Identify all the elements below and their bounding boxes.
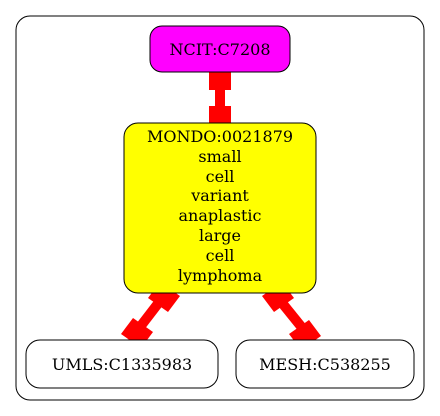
edge-ncit-mondo [209,70,231,126]
node-mondo[interactable]: MONDO:0021879 small cell variant anaplas… [123,122,317,294]
node-ncit-label: NCIT:C7208 [169,40,270,59]
node-mondo-line: cell [206,246,235,265]
node-mondo-line: small [198,147,241,166]
node-mondo-line: large [199,226,241,245]
node-mesh[interactable]: MESH:C538255 [235,339,415,389]
cluster-border [15,15,425,401]
node-mondo-line: lymphoma [178,266,263,285]
node-mondo-line: cell [206,167,235,186]
node-ncit[interactable]: NCIT:C7208 [149,25,291,73]
node-umls-label: UMLS:C1335983 [52,355,192,374]
node-mondo-line: MONDO:0021879 [147,127,293,146]
node-umls[interactable]: UMLS:C1335983 [25,339,219,389]
node-mondo-line: variant [190,186,249,205]
node-mesh-label: MESH:C538255 [259,355,391,374]
node-mondo-line: anaplastic [179,206,262,225]
